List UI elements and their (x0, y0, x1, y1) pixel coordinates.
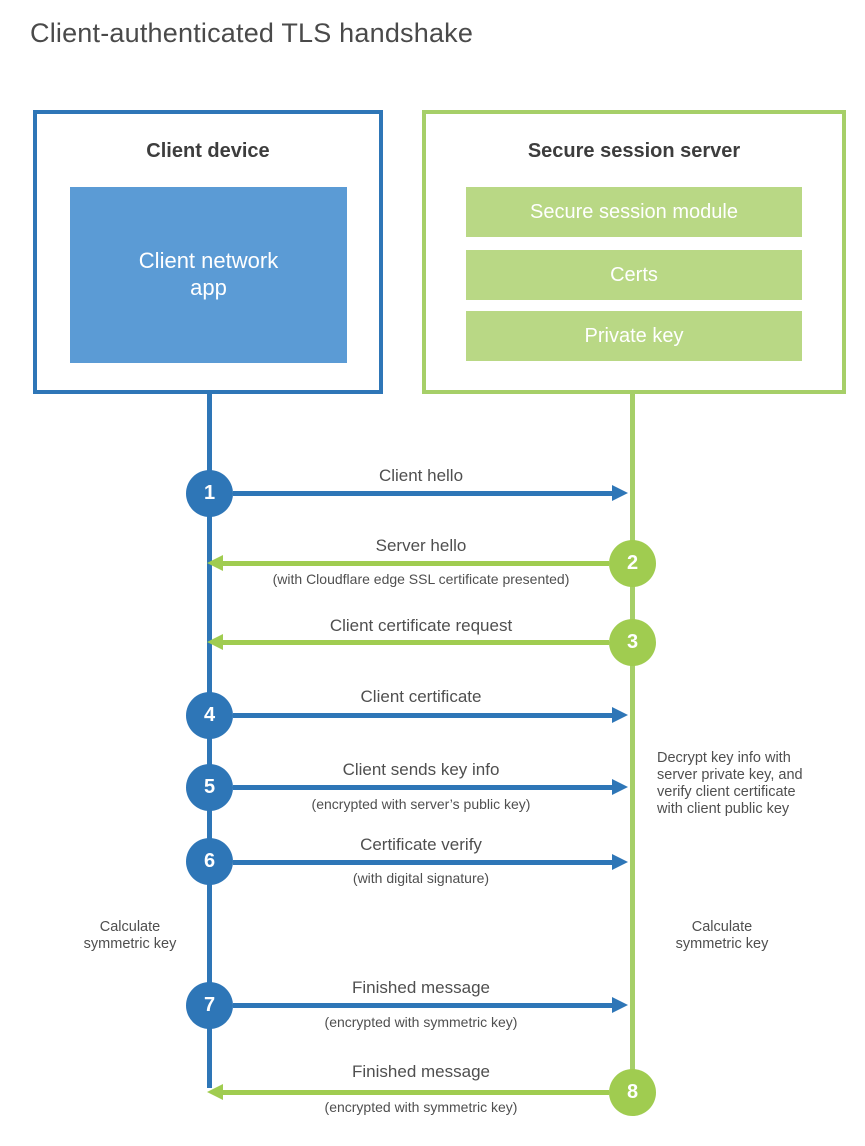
calc-symmetric-key-server: Calculate symmetric key (675, 919, 769, 952)
arrow-stem (233, 859, 612, 865)
client-network-app-box: Client network app (70, 187, 347, 363)
step-8-marker: 8 (609, 1069, 656, 1116)
server-module-bar: Secure session module (466, 187, 802, 237)
arrow-head-right-icon (612, 779, 628, 795)
step-4-marker: 4 (186, 692, 233, 739)
arrow-stem (233, 490, 612, 496)
client-network-app-label: Client network app (138, 248, 279, 300)
arrow-head-right-icon (612, 997, 628, 1013)
step-7-arrow (233, 997, 628, 1013)
step-3-arrow (207, 634, 609, 650)
step-2-sublabel: (with Cloudflare edge SSL certificate pr… (272, 571, 570, 587)
step-7-label: Finished message (352, 978, 490, 997)
arrow-head-right-icon (612, 854, 628, 870)
step-2-label: Server hello (375, 536, 467, 555)
step-8-label: Finished message (352, 1062, 490, 1081)
arrow-stem (223, 1089, 609, 1095)
step-3-marker: 3 (609, 619, 656, 666)
step-6-marker: 6 (186, 838, 233, 885)
server-module-bar: Certs (466, 250, 802, 300)
arrow-head-left-icon (207, 1084, 223, 1100)
arrow-head-left-icon (207, 555, 223, 571)
step-6-sublabel: (with digital signature) (352, 870, 490, 886)
step-4-arrow (233, 707, 628, 723)
arrow-stem (223, 560, 609, 566)
step-6-arrow (233, 854, 628, 870)
step-5-sublabel: (encrypted with server’s public key) (311, 796, 531, 812)
step-3-label: Client certificate request (329, 616, 513, 635)
arrow-head-right-icon (612, 485, 628, 501)
calc-symmetric-key-client: Calculate symmetric key (83, 919, 177, 952)
arrow-stem (233, 1002, 612, 1008)
server-lifeline (630, 394, 635, 1071)
arrow-stem (223, 639, 609, 645)
step-2-arrow (207, 555, 609, 571)
step-7-marker: 7 (186, 982, 233, 1029)
step-7-sublabel: (encrypted with symmetric key) (324, 1014, 518, 1030)
server-note: Decrypt key info with server private key… (657, 750, 803, 817)
secure-session-server-title: Secure session server (527, 140, 741, 162)
arrow-head-right-icon (612, 707, 628, 723)
step-1-marker: 1 (186, 470, 233, 517)
server-module-label: Secure session module (530, 200, 738, 223)
step-1-arrow (233, 485, 628, 501)
step-5-label: Client sends key info (342, 760, 500, 779)
server-module-label: Private key (584, 324, 684, 347)
server-module-bar: Private key (466, 311, 802, 361)
step-1-label: Client hello (378, 466, 464, 485)
step-2-marker: 2 (609, 540, 656, 587)
server-module-label: Certs (610, 263, 658, 286)
arrow-stem (233, 784, 612, 790)
step-6-label: Certificate verify (360, 835, 482, 854)
step-8-arrow (207, 1084, 609, 1100)
secure-session-server-box: Secure session server Secure session mod… (422, 110, 846, 394)
arrow-stem (233, 712, 612, 718)
client-device-title: Client device (146, 140, 270, 162)
step-5-arrow (233, 779, 628, 795)
step-8-sublabel: (encrypted with symmetric key) (324, 1099, 518, 1115)
step-4-label: Client certificate (360, 687, 482, 706)
page-title: Client-authenticated TLS handshake (30, 18, 474, 48)
arrow-head-left-icon (207, 634, 223, 650)
client-lifeline (207, 394, 212, 1088)
step-5-marker: 5 (186, 764, 233, 811)
